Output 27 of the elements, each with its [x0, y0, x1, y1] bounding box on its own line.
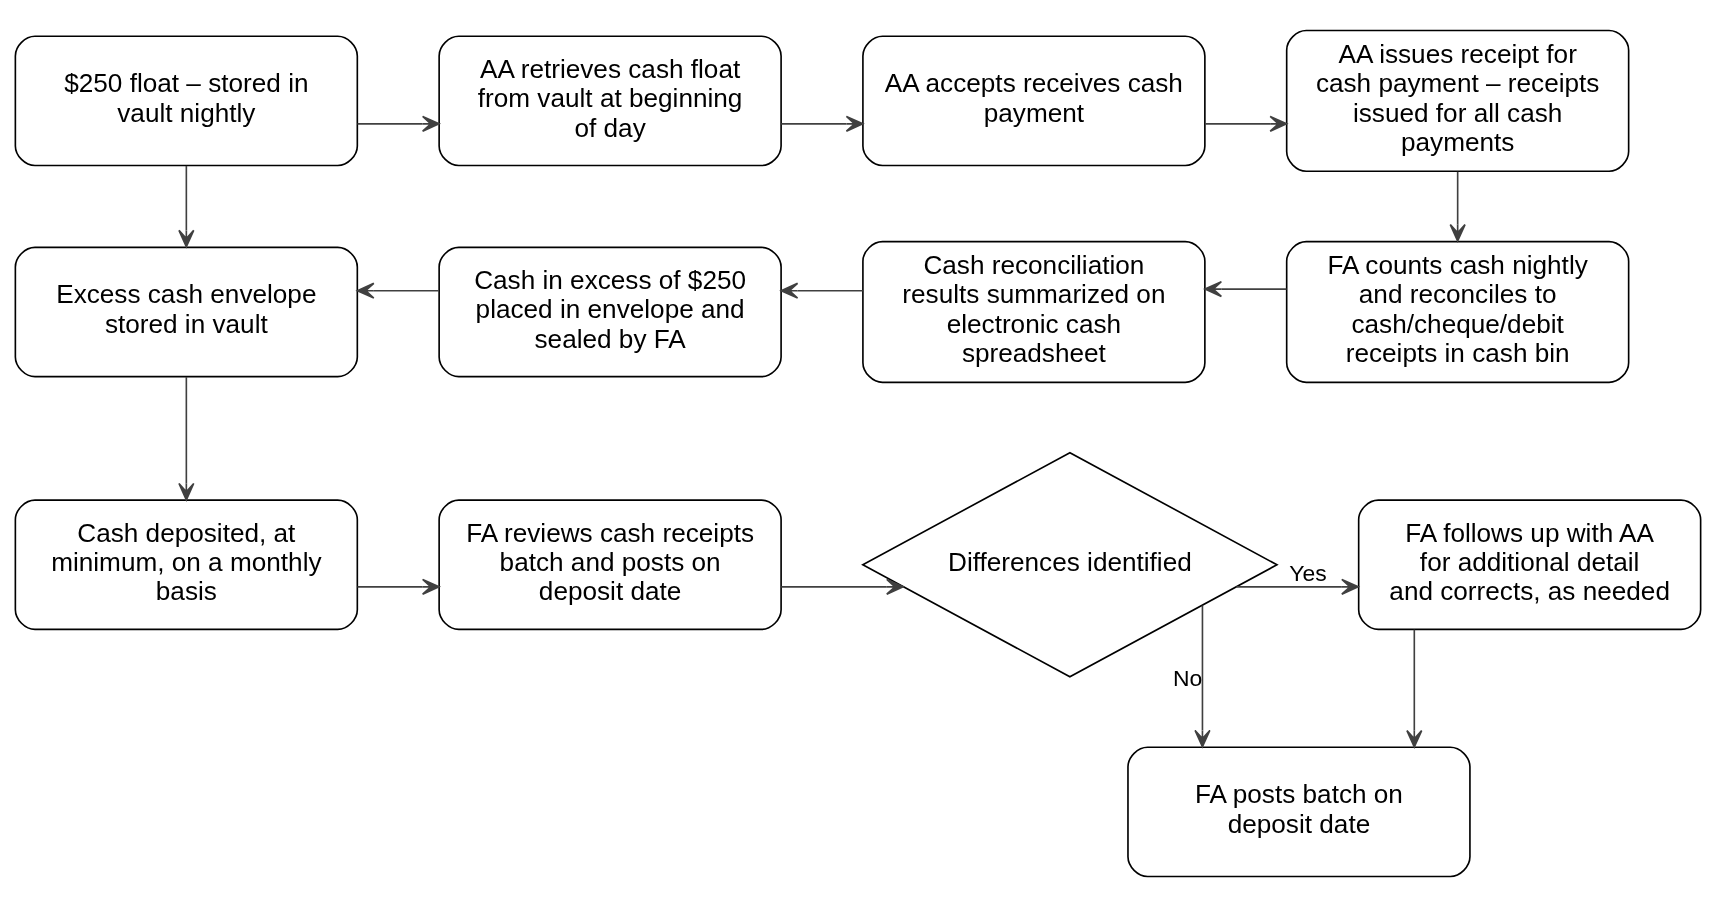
arrow — [780, 578, 904, 595]
node-box: FA posts batch on deposit date — [1127, 745, 1471, 877]
node-box: FA follows up with AA for additional detail and corrects, as needed — [1357, 498, 1702, 630]
arrow — [780, 115, 864, 132]
arrow — [1406, 628, 1423, 748]
node-box: $250 float – stored in vault nightly — [14, 34, 359, 166]
arrow — [356, 282, 440, 299]
arrow — [1204, 280, 1288, 297]
arrow — [1449, 170, 1466, 242]
node-box: AA issues receipt for cash payment – receipts issued for all cash payments — [1285, 29, 1630, 172]
node-box: AA accepts receives cash payment — [862, 34, 1206, 166]
arrow — [1235, 578, 1359, 595]
arrow — [356, 578, 440, 595]
node-box: FA counts cash nightly and reconciles to cash/cheque/debit receipts in cash bin — [1285, 240, 1630, 383]
arrow — [1194, 604, 1211, 748]
node-box: Excess cash envelope stored in vault — [14, 246, 359, 377]
arrow — [356, 115, 440, 132]
arrow — [178, 164, 195, 248]
arrow — [1204, 115, 1288, 132]
node-box: AA retrieves cash float from vault at beginning of day — [438, 34, 782, 166]
edge-label: Yes — [1289, 559, 1327, 586]
node-box: Cash reconciliation results summarized on electronic cash spreadsheet — [862, 240, 1206, 383]
node-box: Cash in excess of $250 placed in envelope and sealed by FA — [438, 246, 782, 377]
arrow — [780, 282, 864, 299]
node-box: Cash deposited, at minimum, on a monthly basis — [14, 498, 359, 630]
arrow — [178, 375, 195, 501]
node-box: FA reviews cash receipts batch and posts on deposit date — [438, 498, 782, 630]
